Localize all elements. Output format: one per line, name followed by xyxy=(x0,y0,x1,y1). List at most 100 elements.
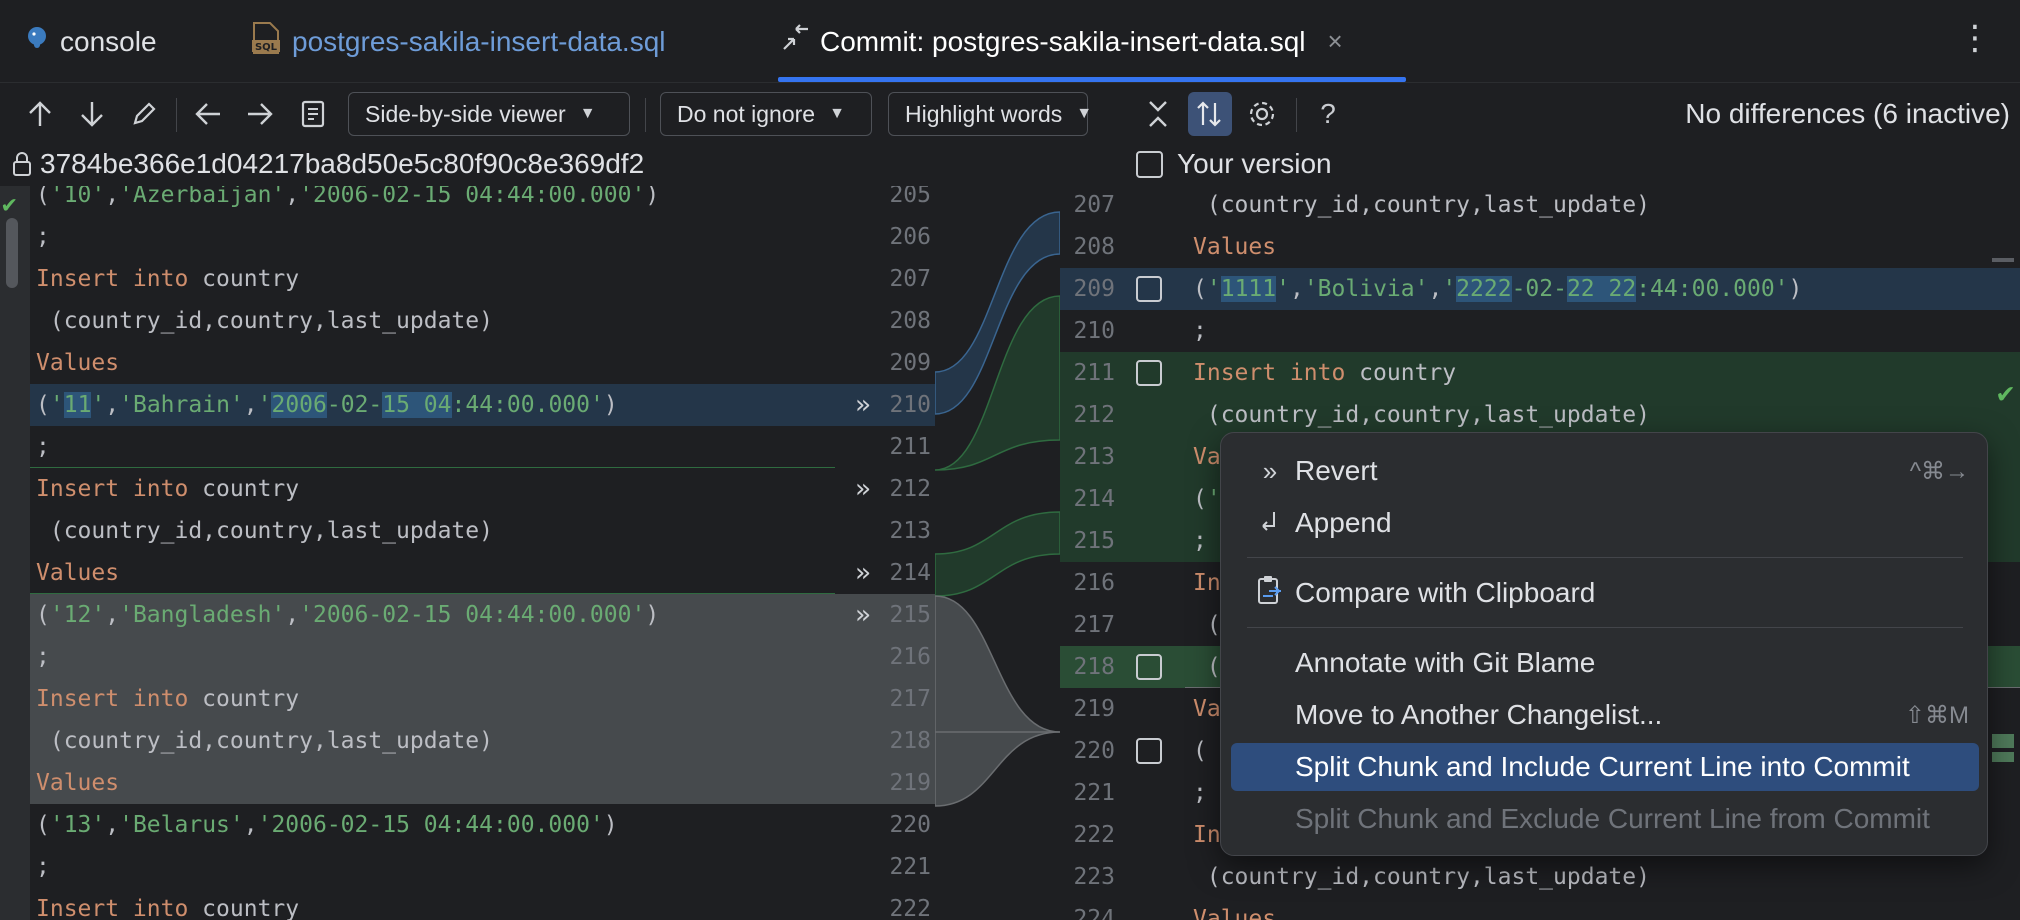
close-tab-icon[interactable]: × xyxy=(1327,26,1343,56)
revert-icon: » xyxy=(1262,455,1278,486)
code-line[interactable]: (country_id,country,last_update) xyxy=(30,300,835,342)
include-line-checkbox[interactable] xyxy=(1136,654,1162,680)
code-line[interactable]: Values xyxy=(30,552,835,594)
settings-gear-icon[interactable] xyxy=(1244,96,1280,132)
tab-commit-diff[interactable]: Commit: postgres-sakila-insert-data.sql … xyxy=(780,0,1343,83)
code-line[interactable]: (country_id,country,last_update) xyxy=(1185,394,2020,436)
tab-label: postgres-sakila-insert-data.sql xyxy=(292,25,666,57)
line-number: 219 xyxy=(1060,688,1185,730)
code-token: country xyxy=(188,686,300,712)
line-number: 208 xyxy=(1060,226,1185,268)
code-line[interactable]: ; xyxy=(30,426,835,468)
apply-change-icon[interactable]: » xyxy=(855,474,871,504)
code-line[interactable]: Values xyxy=(1185,226,2020,268)
code-line[interactable]: (country_id,country,last_update) xyxy=(30,510,835,552)
menu-item-label: Split Chunk and Exclude Current Line fro… xyxy=(1295,803,1930,834)
collapse-unchanged-icon[interactable] xyxy=(1140,96,1176,132)
your-version-label: Your version xyxy=(1177,148,1332,179)
ignore-value: Do not ignore xyxy=(677,100,816,127)
code-line[interactable]: (country_id,country,last_update) xyxy=(1185,856,2020,898)
previous-difference-icon[interactable] xyxy=(22,96,58,132)
menu-item-revert[interactable]: » Revert ^⌘→ xyxy=(1231,447,1979,495)
your-version-toggle[interactable]: Your version xyxy=(1136,148,1332,180)
help-icon[interactable]: ? xyxy=(1320,98,1336,129)
menu-item-compare-clipboard[interactable]: Compare with Clipboard xyxy=(1231,569,1979,617)
code-token: 'Azerbaijan' xyxy=(119,186,286,208)
code-line[interactable]: ('1111','Bolivia','2222-02-22 22:44:00.0… xyxy=(1185,268,2020,310)
next-file-icon[interactable] xyxy=(242,96,278,132)
ignore-whitespace-dropdown[interactable]: Do not ignore ▼ xyxy=(660,92,872,136)
line-number: 212» xyxy=(835,468,935,510)
code-line[interactable]: ; xyxy=(1185,310,2020,352)
next-difference-icon[interactable] xyxy=(74,96,110,132)
tab-console[interactable]: console xyxy=(24,0,157,83)
code-line[interactable]: ; xyxy=(30,216,835,258)
code-token: 2006 xyxy=(271,392,327,418)
code-line[interactable]: Insert into country xyxy=(1185,352,2020,394)
code-line[interactable]: Insert into country xyxy=(30,258,835,300)
menu-item-move-changelist[interactable]: Move to Another Changelist... ⇧⌘M xyxy=(1231,691,1979,739)
code-token: ; xyxy=(36,224,50,250)
left-scrollbar[interactable] xyxy=(6,218,18,288)
code-line[interactable]: Insert into country xyxy=(30,888,835,920)
edit-pencil-icon[interactable] xyxy=(126,96,162,132)
code-line[interactable]: Insert into country xyxy=(30,468,835,510)
menu-item-split-include[interactable]: Split Chunk and Include Current Line int… xyxy=(1231,743,1979,791)
menu-item-append[interactable]: Append xyxy=(1231,499,1979,547)
code-line[interactable]: ; xyxy=(1185,520,2020,562)
code-line[interactable]: ( xyxy=(1185,646,2020,688)
more-options-icon[interactable]: ⋮ xyxy=(1958,19,1992,57)
minimap-marker xyxy=(1992,734,2014,748)
code-line[interactable]: Insert into country xyxy=(30,678,835,720)
connector-inserted xyxy=(935,295,1060,471)
menu-item-git-blame[interactable]: Annotate with Git Blame xyxy=(1231,639,1979,687)
include-line-checkbox[interactable] xyxy=(1136,276,1162,302)
include-line-checkbox[interactable] xyxy=(1136,738,1162,764)
include-line-checkbox[interactable] xyxy=(1136,360,1162,386)
code-line[interactable]: In xyxy=(1185,814,2020,856)
left-editor[interactable]: ('10','Azerbaijan','2006-02-15 04:44:00.… xyxy=(0,186,835,920)
code-token: ; xyxy=(1193,528,1207,554)
code-line[interactable]: Va xyxy=(1185,436,2020,478)
code-line[interactable]: Values xyxy=(1185,898,2020,920)
apply-change-icon[interactable]: » xyxy=(855,558,871,588)
left-revision-label: 3784be366e1d04217ba8d50e5c80f90c8e369df2 xyxy=(12,148,644,180)
code-line[interactable]: Va xyxy=(1185,688,2020,730)
code-line[interactable]: ; xyxy=(30,636,835,678)
diff-highlight-band xyxy=(1060,268,1185,310)
code-line[interactable]: ; xyxy=(30,846,835,888)
line-number-text: 210 xyxy=(1073,318,1115,344)
code-line[interactable]: ; xyxy=(1185,772,2020,814)
line-number: 215» xyxy=(835,594,935,636)
line-number: 224 xyxy=(1060,898,1185,920)
menu-separator xyxy=(1247,557,1963,558)
line-number: 212 xyxy=(1060,394,1185,436)
code-line[interactable]: ( xyxy=(1185,604,2020,646)
code-line[interactable]: Values xyxy=(30,762,835,804)
code-line[interactable]: ( xyxy=(1185,730,2020,772)
line-number: 209 xyxy=(1060,268,1185,310)
sync-scroll-icon[interactable] xyxy=(1188,92,1232,136)
code-line[interactable]: ('12','Bangladesh','2006-02-15 04:44:00.… xyxy=(30,594,835,636)
tab-sql-file[interactable]: SQL postgres-sakila-insert-data.sql xyxy=(250,0,666,83)
line-number-text: 211 xyxy=(1073,360,1115,386)
checkmark-icon: ✔ xyxy=(2,190,17,218)
code-line[interactable]: ('11','Bahrain','2006-02-15 04:44:00.000… xyxy=(30,384,835,426)
viewer-mode-dropdown[interactable]: Side-by-side viewer ▼ xyxy=(348,92,630,136)
code-line[interactable]: ('13','Belarus','2006-02-15 04:44:00.000… xyxy=(30,804,835,846)
code-token: ) xyxy=(603,812,618,838)
previous-file-icon[interactable] xyxy=(190,96,226,132)
highlight-mode-dropdown[interactable]: Highlight words ▼ xyxy=(888,92,1092,136)
file-list-icon[interactable] xyxy=(296,96,332,132)
apply-change-icon[interactable]: » xyxy=(855,390,871,420)
code-line[interactable]: ('10','Azerbaijan','2006-02-15 04:44:00.… xyxy=(30,186,835,216)
code-line[interactable]: (country_id,country,last_update) xyxy=(1185,186,2020,226)
include-all-checkbox[interactable] xyxy=(1136,150,1163,178)
code-line[interactable]: (' xyxy=(1185,478,2020,520)
apply-change-icon[interactable]: » xyxy=(855,600,871,630)
code-line[interactable]: Values xyxy=(30,342,835,384)
postgres-icon xyxy=(24,25,50,58)
code-line[interactable]: In xyxy=(1185,562,2020,604)
code-line[interactable]: (country_id,country,last_update) xyxy=(30,720,835,762)
